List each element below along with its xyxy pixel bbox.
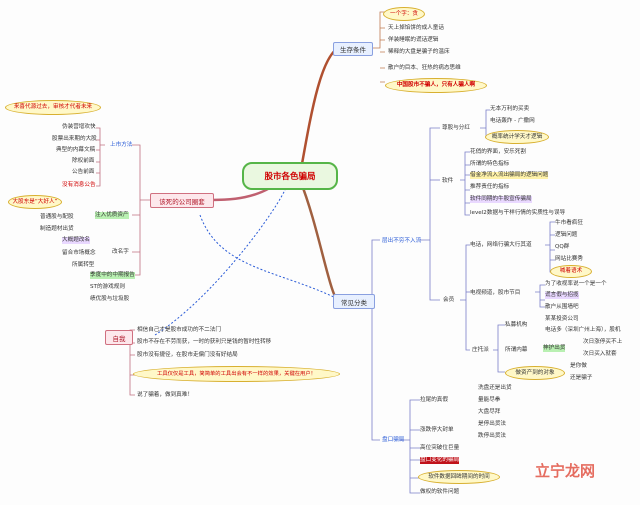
software-label: 软件 bbox=[442, 178, 454, 184]
market-sub-item: 量能尽拳 bbox=[478, 397, 501, 403]
branch-common[interactable]: 常见分类 bbox=[333, 294, 375, 309]
self-note: 工具仅仅是工具，简简单的工具出会有不一样的效果，关键在用户！ bbox=[133, 366, 340, 382]
listing-item: 公告前面 bbox=[72, 169, 95, 175]
common-scam-label: 层出不穷不入流 bbox=[382, 238, 422, 244]
software-sub-note: 概率统计学天才逻辑 bbox=[485, 130, 549, 144]
branch-self[interactable]: 自我 bbox=[105, 330, 133, 345]
market-item: 软件数据回眸期间的时间 bbox=[418, 470, 500, 484]
survival-item: 佯装睡眠的谎话逻辑 bbox=[388, 37, 439, 43]
software-sub-label: 尊股与分红 bbox=[442, 125, 470, 131]
software-sub-item: 电话轰炸 - 广撒网 bbox=[490, 118, 535, 124]
listing-item: 股票出来期的大股 bbox=[52, 136, 97, 142]
survival-item: 散户的目本、狂热的病态思维 bbox=[388, 65, 461, 71]
inject-note: 大股东是“大好人” bbox=[8, 195, 62, 209]
listing-note: 来喜代源过去，审核才代者未来 bbox=[5, 100, 101, 115]
inject-label: 注入优质资产 bbox=[95, 212, 129, 219]
rename-item: 所属转型 bbox=[72, 262, 95, 268]
fund-item: 次日买入就套 bbox=[583, 351, 617, 357]
software-item: 软件同期的牛股宣传骗局 bbox=[470, 196, 532, 203]
market-item: 涨跌停大封单 bbox=[420, 427, 454, 433]
mid-item: 绩优股与垃圾股 bbox=[90, 296, 130, 302]
phone-label: 电话，网络行骗大行其道 bbox=[470, 242, 532, 248]
branch-dead-company[interactable]: 该死的公司圈套 bbox=[150, 193, 214, 208]
listing-item: 没有消息公告 bbox=[62, 182, 96, 188]
market-item: 拉尾的真假 bbox=[420, 397, 448, 403]
branch-survival[interactable]: 生存条件 bbox=[333, 42, 373, 56]
listing-label: 上市方法 bbox=[110, 142, 133, 148]
center-topic[interactable]: 股市各色骗局 bbox=[242, 162, 338, 190]
market-sub-item: 跌停出货法 bbox=[478, 433, 506, 439]
market-sub-item: 洗盘还是出货 bbox=[478, 385, 512, 391]
market-item: 做权的软件问题 bbox=[420, 489, 460, 495]
market-item: 盘口变化的骗局 bbox=[420, 457, 460, 464]
private-item: 某某投资公司 bbox=[545, 316, 579, 322]
phone-item: 牛市看疯狂 bbox=[555, 220, 583, 226]
mid-label: 季度中的中期报告 bbox=[90, 272, 135, 279]
meeting-label: 会员 bbox=[443, 297, 455, 303]
self-item: 说了骗着，做到真难！ bbox=[137, 392, 193, 398]
fund-note: 做资产到的对象 bbox=[505, 366, 565, 380]
fund-sub: 神护出货 bbox=[543, 345, 566, 352]
fund-item: 还是骗子 bbox=[570, 375, 593, 381]
phone-item: QQ群 bbox=[555, 244, 570, 250]
software-item: 借金净流入流出骗局的逻辑问题 bbox=[470, 172, 549, 179]
agent-label: 庄托派 bbox=[472, 347, 489, 353]
inject-item: 普通股与配股 bbox=[40, 214, 74, 220]
market-item: 高位突破位巨量 bbox=[420, 445, 460, 451]
software-item: 花俏的界面，安乐死割 bbox=[470, 149, 526, 155]
tv-label: 电视频道，股市节目 bbox=[470, 290, 521, 296]
fund-item: 次日涨停买不上 bbox=[583, 339, 623, 345]
watermark-logo: 立宁龙网 bbox=[535, 462, 596, 480]
market-label: 盘口骗局 bbox=[382, 437, 405, 443]
mid-item: ST的游戏规则 bbox=[90, 284, 125, 290]
survival-item: 天上掉馅饼的成人童话 bbox=[388, 25, 444, 31]
phone-item: 逻辑问题 bbox=[555, 232, 578, 238]
survival-item: 稀释的大盘是骗子的温床 bbox=[388, 49, 450, 55]
inject-item: 制造题材出货 bbox=[40, 226, 74, 232]
survival-item-greed: 一个字：贪 bbox=[383, 7, 425, 21]
listing-item: 伪装营增欢快 bbox=[62, 124, 96, 130]
software-item: level2数据与干样行情的实质性与误导 bbox=[470, 210, 566, 216]
phone-item: 喊着语术 bbox=[550, 265, 592, 278]
market-sub-item: 是停出货法 bbox=[478, 421, 506, 427]
self-item: 股市不存在不劳而获，一时的获利只是钱的暂时性转移 bbox=[137, 339, 272, 345]
software-item: 所谓的特色指标 bbox=[470, 161, 510, 167]
market-sub-item: 大盘尽拜 bbox=[478, 409, 501, 415]
fund-label: 所谓内幕 bbox=[505, 347, 528, 353]
tv-item: 谎言假与招揽 bbox=[545, 292, 579, 299]
phone-item: 网站比赛秀 bbox=[555, 256, 583, 262]
tv-item: 散户从围墙吧 bbox=[545, 304, 579, 310]
rename-item: 留合市场概念 bbox=[62, 250, 96, 256]
self-item: 股市没有捷径，在股市走偏门没有好结局 bbox=[137, 352, 238, 358]
tv-item: 为了收视率说一个是一个 bbox=[545, 281, 607, 287]
listing-item: 除权前面 bbox=[72, 158, 95, 164]
survival-note: 中国股市不骗人，只有人骗人啊 bbox=[385, 78, 487, 93]
listing-item: 典型的内幕文稿 bbox=[56, 147, 96, 153]
software-item: 推荐责任的指标 bbox=[470, 184, 510, 190]
private-item: 电话多（深圳广州上海），股机 bbox=[545, 327, 621, 333]
software-sub-item: 无本万利的买卖 bbox=[490, 106, 530, 112]
fund-item: 是你做 bbox=[570, 363, 587, 369]
rename-label: 改名字 bbox=[112, 249, 129, 255]
private-label: 私募机构 bbox=[505, 322, 528, 328]
self-item: 相信自己才是股市成功的不二法门 bbox=[137, 327, 221, 333]
rename-item: 大概题改名 bbox=[62, 237, 90, 244]
